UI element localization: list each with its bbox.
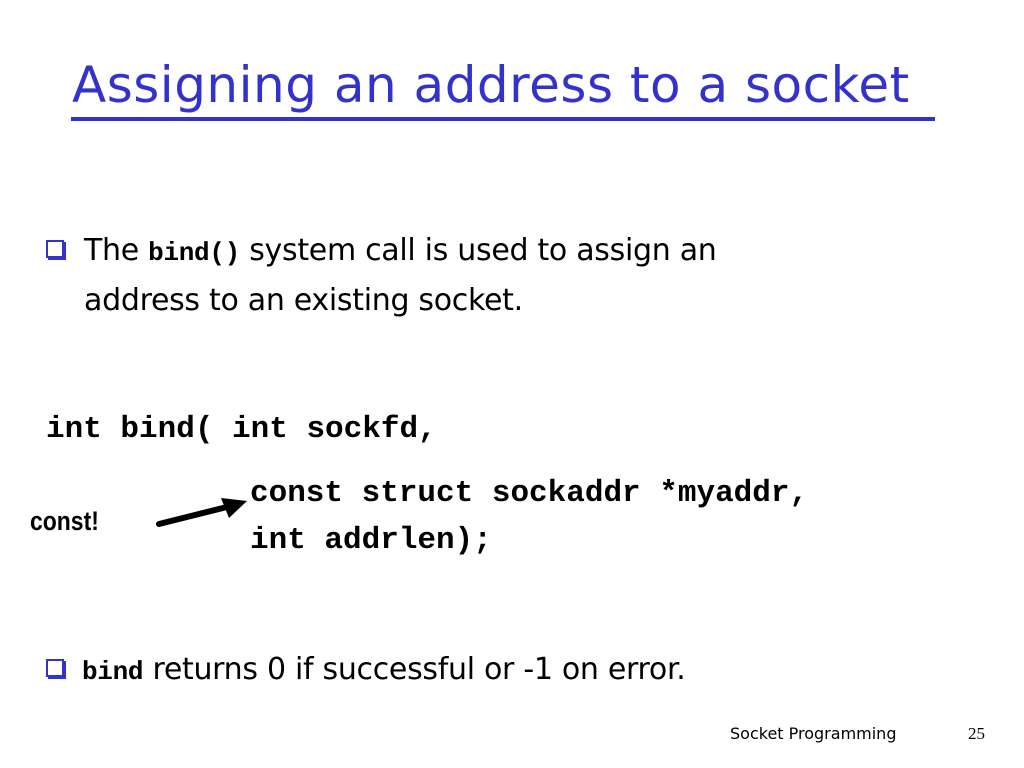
- title-underline: [71, 117, 935, 121]
- bullet-2: bind returns 0 if successful or -1 on er…: [82, 645, 686, 697]
- bullet-2-text: returns 0 if successful or -1 on error.: [143, 652, 686, 687]
- bullet-1: The bind() system call is used to assign…: [84, 226, 717, 278]
- footer-label: Socket Programming: [730, 724, 897, 743]
- bullet-square-icon: [46, 240, 64, 258]
- bullet-1-code: bind(): [148, 238, 240, 268]
- bullet-2-code: bind: [82, 657, 144, 687]
- bullet-1-line-2: address to an existing socket.: [84, 283, 523, 318]
- callout-label: const!: [30, 506, 99, 536]
- code-line-3: int addrlen);: [250, 523, 492, 558]
- bullet-1-text-b: system call is used to assign an: [239, 233, 717, 268]
- bullet-1-text-a: The: [84, 233, 149, 268]
- arrow-right-icon: [156, 498, 247, 527]
- code-line-1: int bind( int sockfd,: [46, 412, 437, 447]
- page-number: 25: [968, 724, 985, 743]
- code-line-2: const struct sockaddr *myaddr,: [250, 476, 809, 511]
- bullet-square-icon: [46, 659, 64, 677]
- slide-title: Assigning an address to a socket: [72, 56, 910, 114]
